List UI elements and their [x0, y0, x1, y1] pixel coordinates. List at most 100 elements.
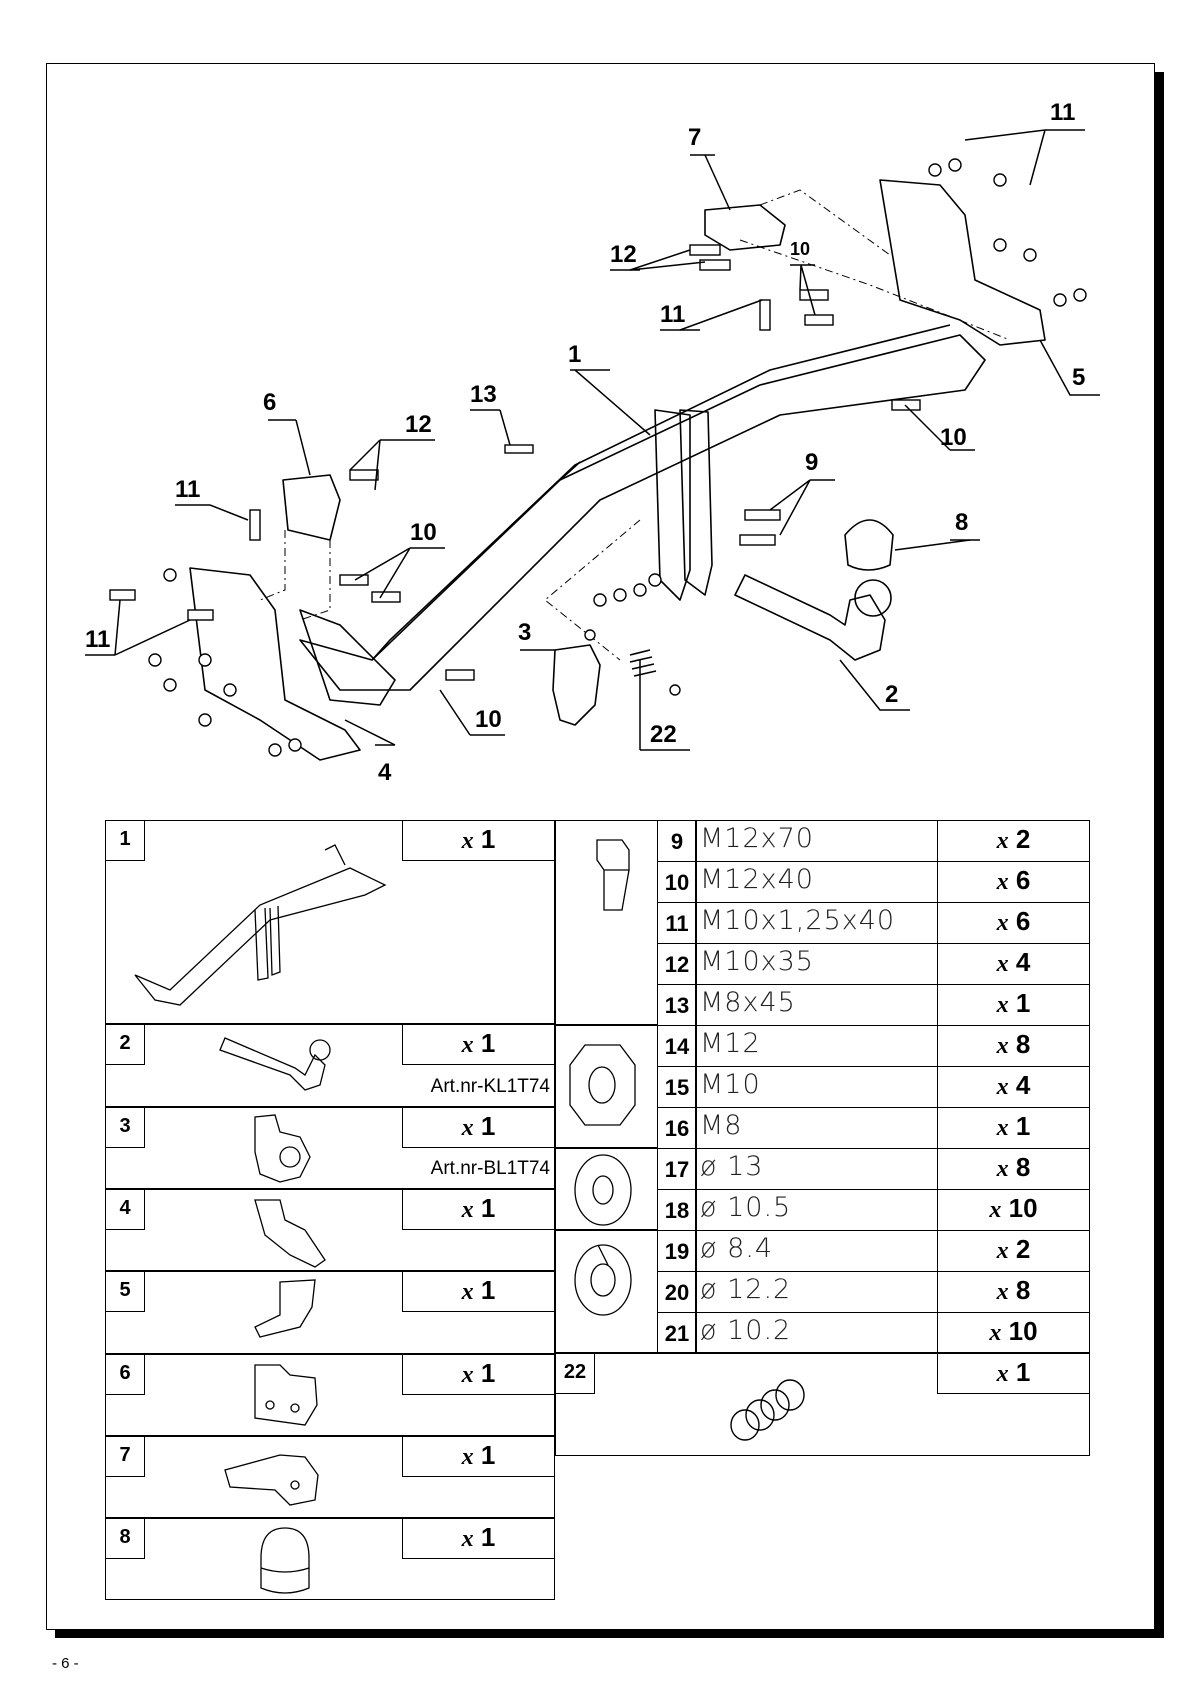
hardware-number: 21	[664, 1321, 690, 1346]
callout-3: 3	[518, 619, 531, 646]
side-plate-right-thumbnail	[254, 1279, 316, 1338]
washer-icon-cell	[555, 1148, 658, 1230]
callout-22: 22	[650, 721, 677, 748]
towball-thumbnail	[219, 1037, 331, 1091]
callout-8: 8	[955, 509, 968, 536]
hardware-spec: M8	[700, 1110, 743, 1141]
callout-10d: 10	[790, 239, 810, 259]
ball-cap-drawing	[844, 519, 894, 571]
hardware-number: 14	[664, 1034, 690, 1059]
hardware-spec: M12x40	[700, 864, 814, 895]
hardware-number: 9	[670, 829, 684, 854]
part-qty-7: x 1	[461, 1440, 496, 1470]
callout-1: 1	[568, 341, 581, 368]
callout-11c: 11	[175, 476, 200, 503]
hardware-qty: x 2	[996, 824, 1031, 854]
side-plate-left-drawing	[189, 567, 361, 761]
part-number-7: 7	[119, 1444, 131, 1466]
hardware-spec: ø 10.5	[700, 1192, 792, 1223]
towball-drawing	[734, 574, 886, 661]
crossbar-thumbnail	[134, 844, 387, 1006]
spring-washer-icon	[574, 1244, 632, 1316]
hardware-spec: M10x35	[700, 946, 814, 977]
hardware-spec: M10x1,25x40	[700, 905, 896, 936]
callout-5: 5	[1072, 364, 1085, 391]
hardware-qty: x 6	[996, 906, 1031, 936]
hardware-row	[658, 1230, 1090, 1271]
side-plate-left-thumbnail	[254, 1199, 326, 1268]
hardware-qty: x 10	[989, 1316, 1038, 1346]
hardware-spec: ø 13	[700, 1151, 764, 1182]
bracket-6-drawing	[282, 474, 341, 541]
callout-9: 9	[805, 449, 818, 476]
hardware-row	[658, 1271, 1090, 1312]
spring-washer-icon-cell	[555, 1230, 658, 1353]
part-qty-2: x 1	[461, 1028, 496, 1058]
bolt-icon	[596, 839, 630, 911]
hardware-spec: M8x45	[700, 987, 796, 1018]
hardware-number: 16	[664, 1116, 690, 1141]
nut-icon	[569, 1044, 636, 1126]
part-number-22: 22	[563, 1361, 587, 1383]
hardware-number: 12	[664, 952, 690, 977]
socket-plate-drawing	[552, 644, 601, 726]
ball-cap-thumbnail	[260, 1527, 310, 1594]
hardware-qty: x 6	[996, 865, 1031, 895]
callout-11a: 11	[1050, 99, 1075, 126]
hardware-spec: M12x70	[700, 823, 814, 854]
bracket-7-drawing	[704, 204, 786, 251]
callout-10b: 10	[940, 424, 967, 451]
hardware-row	[658, 1148, 1090, 1189]
washer-icon	[574, 1154, 632, 1226]
hardware-number: 17	[664, 1157, 690, 1182]
spring-thumbnail	[730, 1379, 805, 1441]
callout-2: 2	[885, 681, 898, 708]
hardware-qty: x 8	[996, 1275, 1031, 1305]
side-plate-right-drawing	[879, 179, 1046, 346]
hardware-qty: x 4	[996, 947, 1031, 977]
hardware-row	[658, 902, 1090, 943]
part-number-2: 2	[119, 1032, 131, 1054]
hardware-number: 19	[664, 1239, 690, 1264]
hardware-qty: x 10	[989, 1193, 1038, 1223]
page-number: - 6 -	[52, 1655, 79, 1672]
hardware-number: 15	[664, 1075, 690, 1100]
spring-drawing	[629, 649, 657, 677]
hardware-row	[658, 1189, 1090, 1230]
hardware-qty: x 8	[996, 1029, 1031, 1059]
part-number-1: 1	[119, 828, 131, 850]
page-shadow-bottom	[55, 1630, 1164, 1638]
hardware-number: 11	[665, 911, 689, 936]
hardware-row	[658, 1107, 1090, 1148]
hardware-number: 13	[664, 993, 690, 1018]
hardware-qty: x 2	[996, 1234, 1031, 1264]
hardware-row	[658, 984, 1090, 1025]
hardware-qty: x 1	[996, 1111, 1031, 1141]
part-number-3: 3	[119, 1115, 131, 1137]
hardware-qty: x 4	[996, 1070, 1031, 1100]
hardware-number: 20	[664, 1280, 690, 1305]
part-qty-5: x 1	[461, 1275, 496, 1305]
callout-10a: 10	[475, 706, 502, 733]
callout-11d: 11	[85, 626, 110, 653]
hardware-number: 10	[664, 870, 690, 895]
part-number-5: 5	[119, 1279, 131, 1301]
article-number-2: Art.nr-KL1T74	[430, 1076, 550, 1097]
part-number-4: 4	[119, 1197, 131, 1219]
part-qty-22: x 1	[996, 1357, 1031, 1387]
part-qty-6: x 1	[461, 1358, 496, 1388]
part-qty-4: x 1	[461, 1193, 496, 1223]
hardware-spec: ø 12.2	[700, 1274, 792, 1305]
hardware-qty: x 8	[996, 1152, 1031, 1182]
hardware-spec: ø 8.4	[700, 1233, 774, 1264]
hardware-spec: M10	[700, 1069, 761, 1100]
callout-11b: 11	[660, 301, 685, 328]
socket-plate-thumbnail	[254, 1114, 311, 1183]
article-number-3: Art.nr-BL1T74	[430, 1158, 550, 1179]
part-qty-1: x 1	[461, 824, 496, 854]
callout-13: 13	[470, 381, 497, 408]
part-number-8: 8	[119, 1526, 131, 1548]
callout-6: 6	[263, 389, 276, 416]
hardware-row	[658, 861, 1090, 902]
hardware-spec: M12	[700, 1028, 761, 1059]
